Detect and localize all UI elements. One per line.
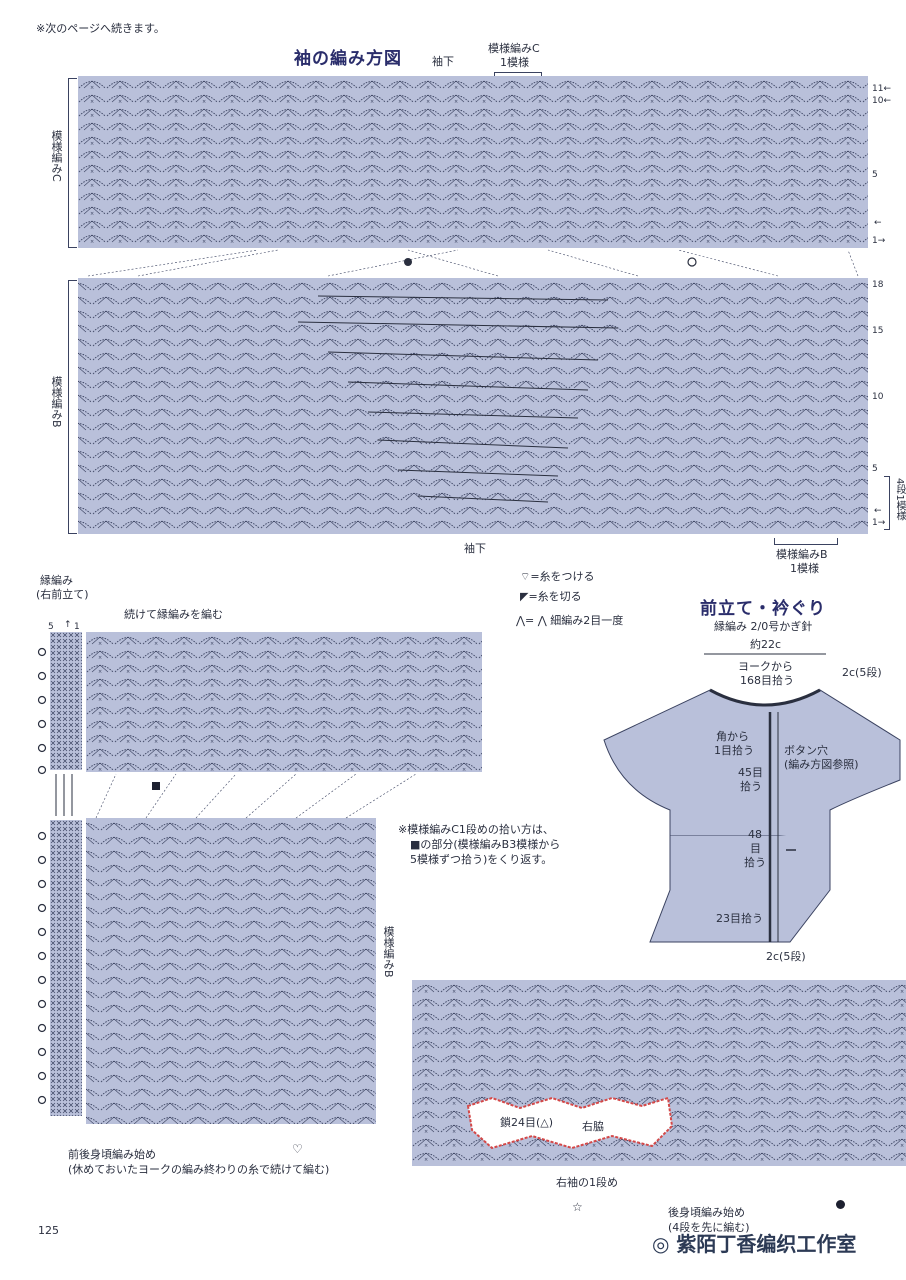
decrease-icon: ⋀ (516, 614, 526, 627)
pickup-note-1: ※模様編みC1段めの拾い方は、 (398, 823, 554, 836)
corner-label-1: 角から (716, 730, 749, 743)
row-c-5: 5 (872, 170, 878, 180)
edge-count-1: 1 (74, 622, 80, 632)
pickup-note-2: ■の部分(模様編みB3模様から (410, 838, 561, 851)
pattern-c-bracket (494, 72, 542, 79)
pickup-48-b: 目 (750, 842, 761, 855)
chain-label: 鎖24目(△) (500, 1116, 554, 1129)
edge-subtitle: (右前立て) (36, 588, 89, 601)
yoke-chart (86, 632, 482, 772)
open-marker-icon (687, 257, 697, 267)
edge-grid-lower (50, 820, 82, 1116)
edge-title: 縁編み (40, 574, 73, 587)
row-c-1: 1→ (872, 236, 886, 246)
square-marker-icon (152, 782, 160, 790)
buttonhole-markers (37, 647, 47, 1105)
row-b-5: 5 (872, 464, 878, 474)
page-number: 125 (38, 1224, 59, 1237)
row-c-2: ← (874, 218, 882, 228)
attach-icon: ⌔ (520, 570, 531, 583)
decrease-symbol-icon: ⋀ (537, 614, 547, 627)
body-start-sub: (休めておいたヨークの編み終わりの糸で続けて編む) (68, 1163, 330, 1176)
filled-marker-icon (404, 258, 412, 266)
pattern-b-repeat: 1模様 (790, 562, 819, 575)
bottom-right-label: 2c(5段) (766, 950, 806, 963)
schematic-title: 前立て・衿ぐり (700, 599, 826, 619)
legend-cut: ◤=糸を切る (520, 590, 582, 603)
underarm-top-label: 袖下 (432, 55, 454, 68)
row-b-2: ← (874, 506, 882, 516)
body-start-label: 前後身頃編み始め (68, 1148, 156, 1161)
pattern-b-side-label: 模様編みB (50, 376, 63, 428)
legend-attach: ⌔=糸をつける (520, 570, 595, 583)
pickup-48-a: 48 (748, 828, 762, 841)
sleeve-title: 袖の編み方図 (294, 49, 402, 69)
pickup-45-a: 45目 (738, 766, 763, 779)
pattern-c-stitches (78, 76, 868, 248)
back-start-sub: (4段を先に編む) (668, 1221, 750, 1234)
pickup-48-c: 拾う (744, 856, 766, 869)
pickup-yoke-1: ヨークから (738, 660, 793, 673)
watermark: ◎ 紫陌丁香编织工作室 (652, 1232, 857, 1256)
heart-marker-icon: ♡ (292, 1142, 303, 1156)
pattern-c-label: 模様編みC (488, 42, 540, 55)
pattern-b-bracket (774, 538, 838, 545)
top-right-label: 2c(5段) (842, 666, 882, 679)
pickup-45-b: 拾う (740, 780, 762, 793)
c-b-connectors (87, 249, 859, 277)
pickup-yoke-2: 168目拾う (740, 674, 794, 687)
pattern-c-chart (78, 76, 868, 248)
corner-label-2: 1目拾う (714, 744, 754, 757)
pickup-23: 23目拾う (716, 912, 763, 925)
pattern-c-side-label: 模様編みC (50, 130, 63, 182)
star-marker-icon: ☆ (572, 1200, 583, 1214)
pattern-c-side-bracket (68, 78, 77, 248)
edge-count-arrow: ↑ (64, 620, 72, 630)
buttonhole-ref: (編み方図参照) (784, 758, 859, 771)
pattern-b-side-bracket (68, 280, 77, 534)
row-b-10: 10 (872, 392, 884, 402)
bracket-label: 4段1模様 (894, 478, 905, 521)
pattern-c-repeat: 1模様 (500, 56, 529, 69)
underarm-bottom-label: 袖下 (464, 542, 486, 555)
row-b-15: 15 (872, 326, 884, 336)
front-body-chart (86, 818, 376, 1124)
front-pattern-b-label: 模様編みB (382, 926, 395, 978)
row-c-10: 10← (872, 96, 891, 106)
chat-logo-icon: ◎ (652, 1232, 677, 1256)
row-b-1: 1→ (872, 518, 886, 528)
row-b-18: 18 (872, 280, 884, 290)
continue-label: 続けて縁編みを編む (124, 608, 223, 621)
continue-note: ※次のページへ続きます。 (36, 22, 165, 35)
cut-icon: ◤ (520, 590, 529, 603)
yoke-body-connectors (95, 773, 417, 819)
back-start-label: 後身頃編み始め (668, 1206, 745, 1219)
pattern-b-chart (78, 278, 868, 534)
pattern-b-label: 模様編みB (776, 548, 828, 561)
row-c-11: 11← (872, 84, 891, 94)
row-bracket (884, 476, 890, 530)
edge-count-5: 5 (48, 622, 54, 632)
legend-decrease: ⋀= ⋀ 細編み2目一度 (516, 614, 624, 627)
sleeve-row-label: 右袖の1段め (556, 1176, 618, 1189)
edge-grid-upper (50, 632, 82, 770)
decrease-arrows (297, 295, 619, 503)
buttonhole-label: ボタン穴 (784, 744, 828, 757)
width-label: 約22c (750, 638, 782, 651)
garment-schematic (603, 653, 901, 943)
right-side-label: 右脇 (582, 1120, 604, 1133)
edge-arrows (55, 774, 73, 816)
dot-marker-icon (836, 1200, 845, 1209)
pattern-b-stitches (78, 278, 868, 534)
underarm-chain (466, 1096, 674, 1150)
schematic-subtitle: 縁編み 2/0号かぎ針 (714, 620, 813, 633)
pickup-note-3: 5模様ずつ拾う)をくり返す。 (410, 853, 553, 866)
